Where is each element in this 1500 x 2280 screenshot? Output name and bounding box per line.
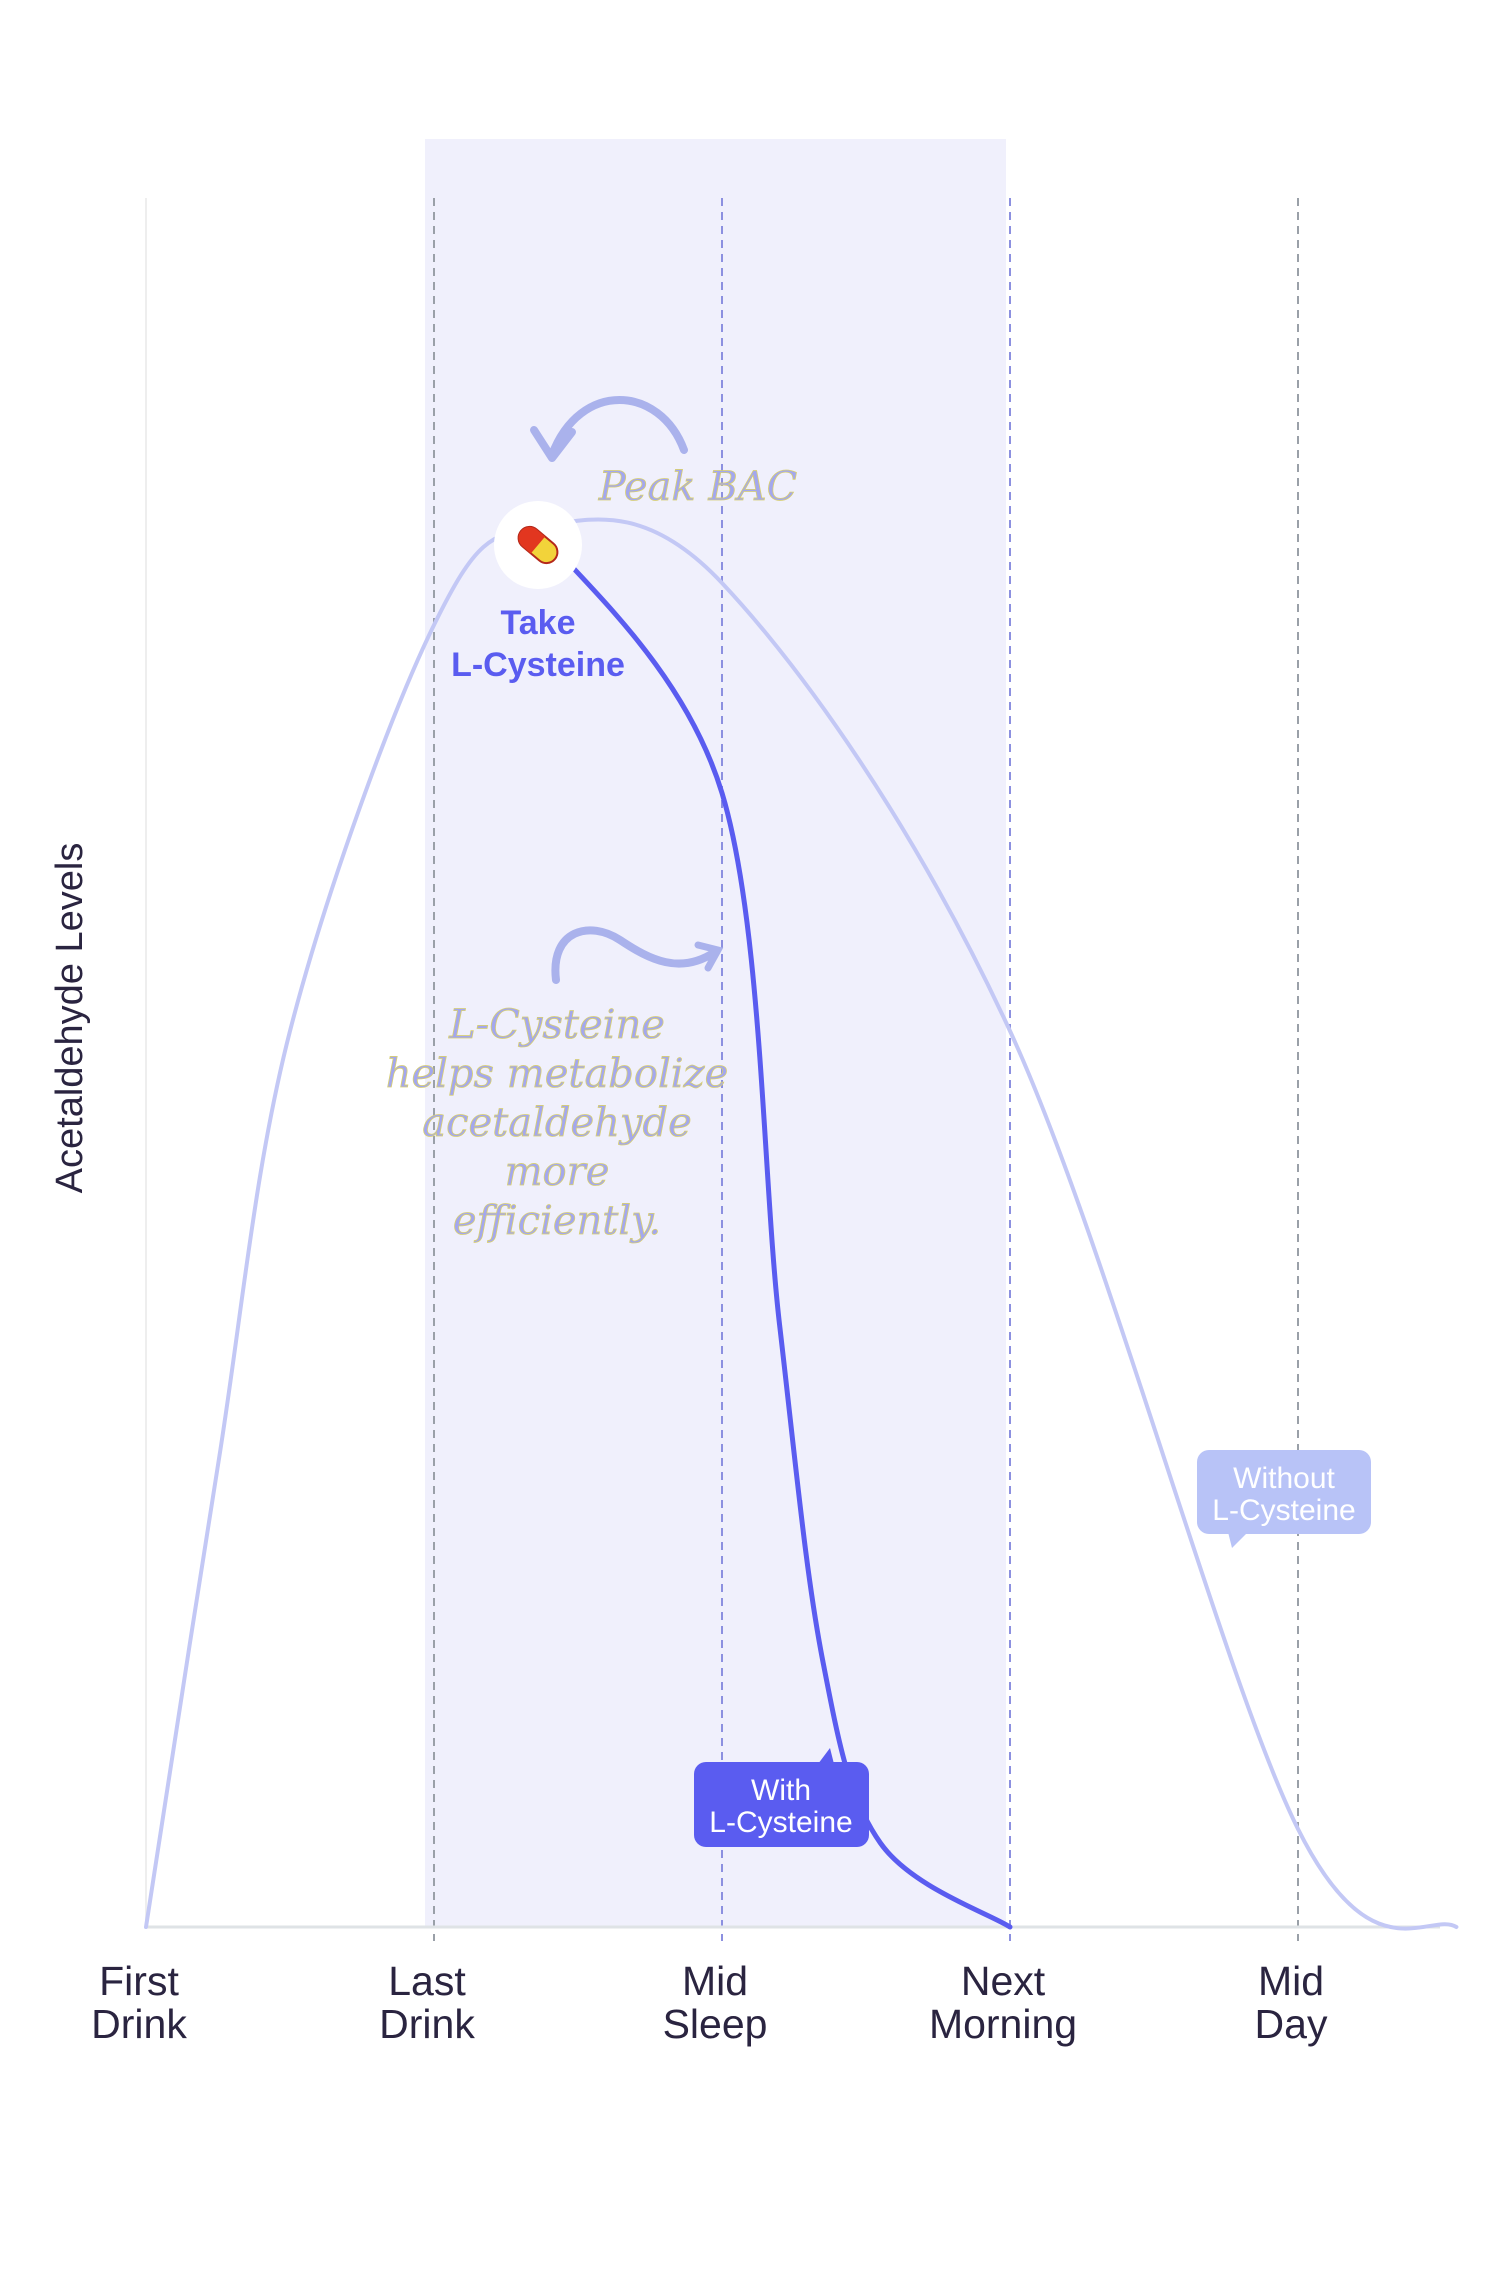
x-tick-label: Sleep <box>663 2001 768 2047</box>
svg-text:Without: Without <box>1233 1462 1335 1495</box>
note-line: more <box>505 1149 610 1195</box>
x-tick-label: Drink <box>379 2001 475 2047</box>
pill-icon <box>517 525 559 565</box>
svg-text:With: With <box>751 1774 811 1807</box>
x-tick-label: First <box>99 1958 179 2004</box>
x-tick-label: Drink <box>91 2001 187 2047</box>
note-line: acetaldehyde <box>422 1100 692 1146</box>
note-line: L-Cysteine <box>448 1002 665 1048</box>
with-l-cysteine-badge: With L-Cysteine <box>694 1748 869 1847</box>
x-tick-label: Day <box>1255 2001 1328 2047</box>
take-label-line2: L-Cysteine <box>451 646 625 684</box>
x-tick-label: Mid <box>682 1958 748 2004</box>
squiggle-arrow-head-icon <box>694 941 724 972</box>
y-axis-label: Acetaldehyde Levels <box>49 843 91 1194</box>
arrow-head-icon <box>530 426 576 462</box>
without-l-cysteine-badge: Without L-Cysteine <box>1197 1450 1371 1548</box>
svg-text:L-Cysteine: L-Cysteine <box>1212 1494 1355 1527</box>
night-shaded-region <box>425 139 1006 1927</box>
note-line: helps metabolize <box>386 1051 729 1097</box>
x-tick-label: Last <box>388 1958 466 2004</box>
curved-arrow-icon <box>548 396 688 459</box>
take-label-line1: Take <box>501 604 576 642</box>
x-tick-label: Next <box>961 1958 1046 2004</box>
with-l-cysteine-line <box>535 524 1013 1930</box>
squiggle-arrow-icon <box>551 926 719 984</box>
svg-text:L-Cysteine: L-Cysteine <box>709 1806 852 1839</box>
note-line: efficiently. <box>453 1198 661 1244</box>
x-tick-label: Mid <box>1258 1958 1324 2004</box>
peak-bac-annotation: Peak BAC <box>598 464 797 510</box>
x-tick-label: Morning <box>929 2001 1077 2047</box>
